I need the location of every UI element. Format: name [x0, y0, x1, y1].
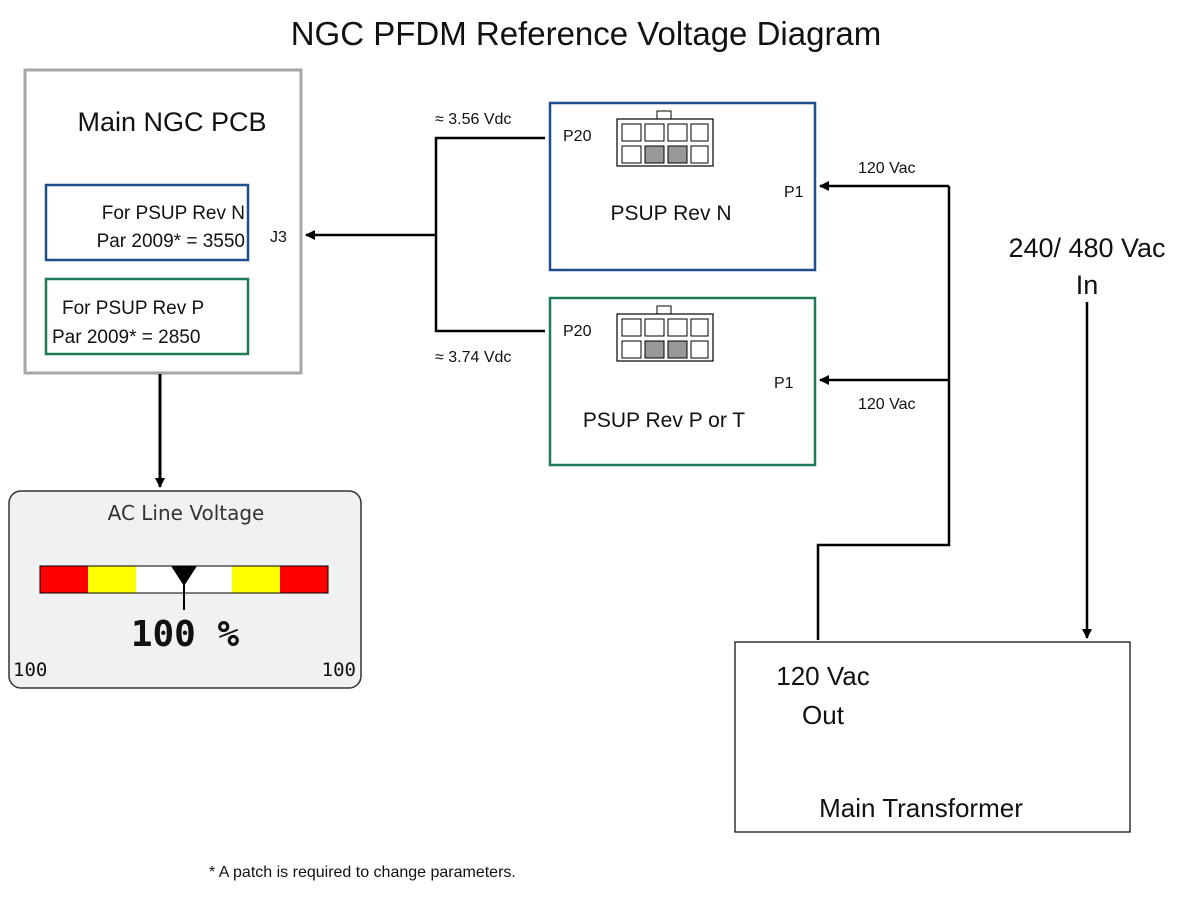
rev-n-vac-label: 120 Vac	[858, 160, 916, 177]
j3-connector-label: J3	[270, 229, 287, 246]
psup-rev-p-p1-label: P1	[774, 375, 794, 392]
rev-n-param-box	[44, 183, 250, 262]
psup-rev-p-label: PSUP Rev P or T	[583, 409, 745, 432]
psup-rev-p-box	[548, 296, 817, 467]
connector-icon	[616, 110, 714, 167]
transformer-out-line2: Out	[802, 700, 845, 730]
connector-icon	[616, 305, 714, 362]
gauge-title: AC Line Voltage	[108, 501, 265, 525]
gauge-reading: 100 %	[131, 614, 240, 655]
rev-n-param-line1: For PSUP Rev N	[102, 203, 245, 224]
footnote: * A patch is required to change paramete…	[209, 864, 516, 881]
diagram-title: NGC PFDM Reference Voltage Diagram	[291, 15, 882, 52]
rev-p-vac-label: 120 Vac	[858, 396, 916, 413]
main-pcb-label: Main NGC PCB	[77, 107, 266, 137]
psup-rev-n-label: PSUP Rev N	[611, 202, 732, 225]
psup-rev-n-p1-label: P1	[784, 184, 804, 201]
main-transformer-label: Main Transformer	[819, 793, 1023, 823]
vdc-wire-rev-n	[434, 136, 545, 235]
rev-p-param-line2: Par 2009* = 2850	[52, 327, 200, 348]
vdc-wire-rev-p	[434, 235, 545, 333]
main-pcb-box	[23, 68, 303, 375]
rev-n-vdc-label: ≈ 3.56 Vdc	[435, 111, 511, 128]
psup-rev-p-p20-label: P20	[563, 323, 592, 340]
psup-rev-n-box	[548, 101, 817, 272]
input-voltage-line1: 240/ 480 Vac	[1008, 233, 1165, 263]
vac-supply-wire	[816, 186, 951, 640]
gauge-max-label: 100	[322, 659, 356, 681]
psup-rev-n-p20-label: P20	[563, 128, 592, 145]
rev-p-param-box	[44, 277, 250, 356]
rev-n-param-line2: Par 2009* = 3550	[97, 231, 245, 252]
gauge-min-label: 100	[13, 659, 47, 681]
transformer-out-line1: 120 Vac	[776, 661, 869, 691]
input-voltage-line2: In	[1076, 270, 1099, 300]
rev-p-vdc-label: ≈ 3.74 Vdc	[435, 349, 511, 366]
rev-p-param-line1: For PSUP Rev P	[62, 298, 204, 319]
main-transformer-box	[734, 641, 1131, 833]
gauge-needle-icon	[171, 566, 197, 610]
